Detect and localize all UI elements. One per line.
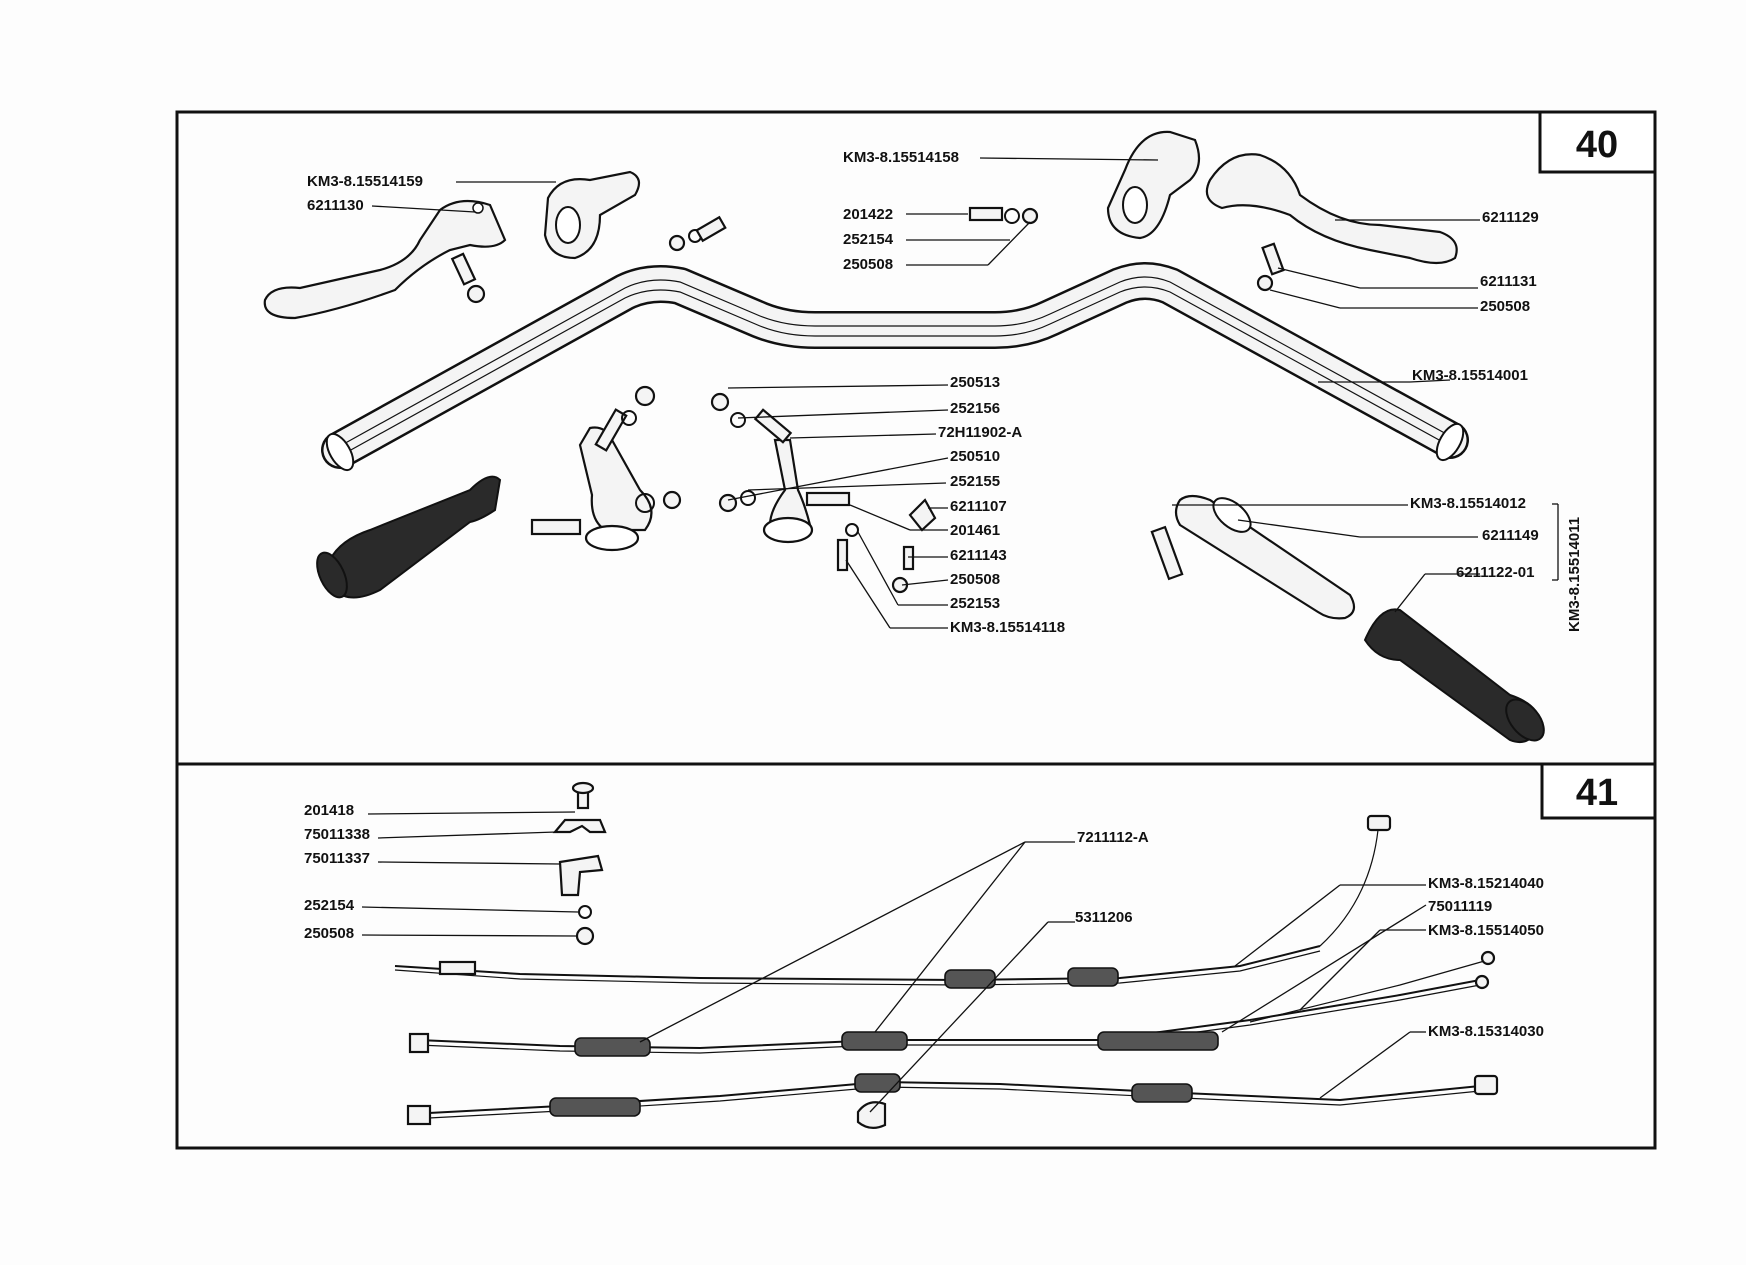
part-label: 6211149 [1482, 527, 1539, 544]
part-label: 252154 [304, 897, 355, 914]
panel-41-labels: 201418 75011338 75011337 252154 250508 7… [304, 802, 1544, 1040]
part-label-vertical: KM3-8.15514011 [1566, 517, 1583, 632]
part-label: KM3-8.15514012 [1410, 495, 1526, 512]
part-label: 6211122-01 [1456, 564, 1534, 581]
part-label: 75011338 [304, 826, 370, 843]
part-label: 250513 [950, 374, 1000, 391]
left-grip [316, 475, 502, 599]
part-label: KM3-8.15514001 [1412, 367, 1528, 384]
panel-41-number-box [1540, 762, 1657, 820]
centre-clamp-left [530, 385, 682, 552]
part-label: 6211130 [307, 197, 364, 214]
part-label: 252156 [950, 400, 1000, 417]
panel-40-number-box [1538, 110, 1657, 174]
part-label: 250508 [843, 256, 893, 273]
part-label: 201422 [843, 206, 893, 223]
part-label: 6211129 [1482, 209, 1539, 226]
part-label: KM3-8.15514158 [843, 149, 959, 166]
part-label: 6211131 [1480, 273, 1537, 290]
part-label: 252153 [950, 595, 1000, 612]
handlebar [321, 262, 1469, 472]
part-label: 6211143 [950, 547, 1007, 564]
left-small-bolts [450, 215, 727, 304]
part-label: KM3-8.15514118 [950, 619, 1065, 636]
part-label: KM3-8.15214040 [1428, 875, 1544, 892]
panel-41-number: 41 [1576, 772, 1618, 814]
part-label: 5311206 [1075, 909, 1133, 926]
panel-40-leader-lines [371, 157, 1559, 629]
part-label: KM3-8.15514050 [1428, 922, 1544, 939]
part-label: 7211112-A [1077, 829, 1149, 846]
part-label: 201461 [950, 522, 1000, 539]
part-label: 250510 [950, 448, 1000, 465]
part-label: 250508 [950, 571, 1000, 588]
cable-clamp-assembly [552, 781, 607, 946]
panel-41-frame [175, 762, 1657, 1150]
panel-41-leader-lines [361, 811, 1427, 1113]
clutch-cable [408, 950, 1496, 1057]
brake-cable [406, 1073, 1499, 1129]
part-label: 252154 [843, 231, 894, 248]
part-label: KM3-8.15314030 [1428, 1023, 1544, 1040]
part-label: 250508 [1480, 298, 1530, 315]
part-label: 72H11902-A [938, 424, 1022, 441]
right-grip [1363, 608, 1545, 744]
centre-clamp-right [710, 392, 937, 594]
part-label: 6211107 [950, 498, 1007, 515]
right-twist-grip [1150, 494, 1356, 620]
part-label: 75011119 [1428, 898, 1492, 915]
part-label: 252155 [950, 473, 1000, 490]
left-clutch-lever [263, 199, 507, 320]
left-lever-bracket [543, 170, 641, 260]
part-label: 75011337 [304, 850, 370, 867]
right-small-bolts [968, 206, 1285, 292]
right-brake-lever [1205, 153, 1458, 265]
right-lever-bracket [1106, 130, 1201, 240]
part-label: KM3-8.15514159 [307, 173, 423, 190]
part-label: 250508 [304, 925, 354, 942]
part-label: 201418 [304, 802, 354, 819]
panel-40-labels: KM3-8.15514159 6211130 KM3-8.15514158 20… [307, 149, 1583, 636]
panel-40-number: 40 [1576, 124, 1618, 166]
